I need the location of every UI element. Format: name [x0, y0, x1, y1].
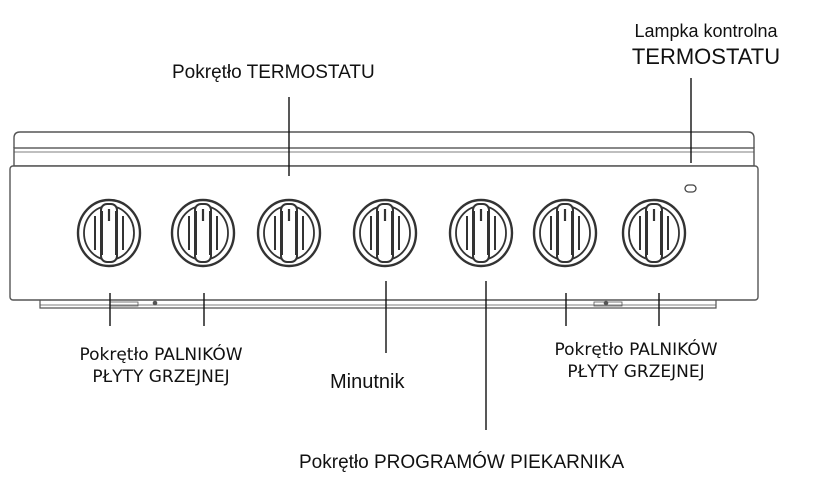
thermostat-knob-label: Pokrętło TERMOSTATU [172, 62, 375, 83]
thermostat-knob[interactable] [256, 198, 322, 268]
indicator-lamp-label-line1: Lampka kontrolna [634, 21, 778, 41]
burner-knobs-right-label: Pokrętło PALNIKÓW PŁYTY GRZEJNEJ [516, 340, 756, 384]
knob-group [76, 198, 687, 268]
burner-knobs-right-label-line1: Pokrętło PALNIKÓW [554, 340, 718, 360]
burner-knobs-left-label: Pokrętło PALNIKÓW PŁYTY GRZEJNEJ [46, 345, 276, 389]
indicator-lamp [684, 184, 697, 193]
indicator-lamp-label-line2: TERMOSTATU [631, 44, 781, 70]
indicator-lamp-label: Lampka kontrolna TERMOSTATU [606, 20, 806, 71]
burner-knobs-left-label-line1: Pokrętło PALNIKÓW [79, 345, 243, 365]
burner-knob-1[interactable] [76, 198, 142, 268]
oven-program-knob-label: Pokrętło PROGRAMÓW PIEKARNIKA [299, 452, 625, 473]
burner-knob-2[interactable] [170, 198, 236, 268]
timer-label: Minutnik [330, 371, 405, 393]
burner-knobs-right-label-line2: PŁYTY GRZEJNEJ [567, 361, 705, 382]
burner-knob-4[interactable] [621, 198, 687, 268]
oven-program-knob[interactable] [448, 198, 514, 268]
leader-lines [109, 78, 692, 430]
burner-knob-3[interactable] [532, 198, 598, 268]
burner-knobs-left-label-line2: PŁYTY GRZEJNEJ [92, 366, 230, 387]
timer-knob[interactable] [352, 198, 418, 268]
